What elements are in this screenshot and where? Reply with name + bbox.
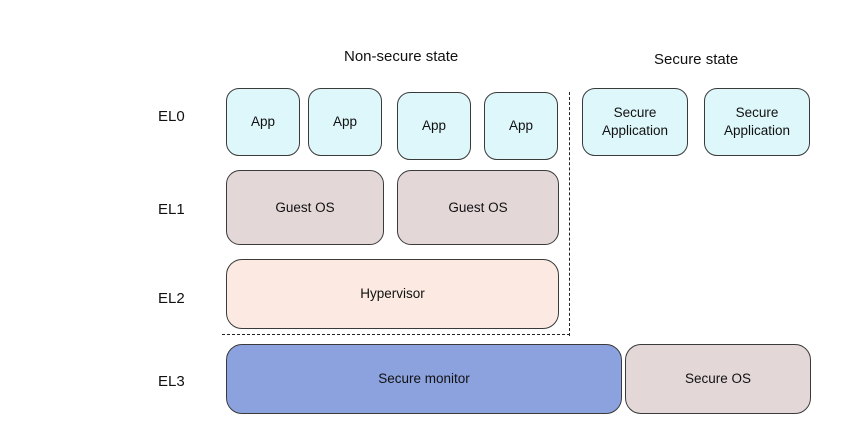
- app-box-3: App: [397, 92, 471, 160]
- secure-application-box-2: Secure Application: [704, 88, 810, 156]
- guest-os-box-2: Guest OS: [397, 170, 559, 245]
- non-secure-state-heading: Non-secure state: [344, 48, 459, 65]
- guest-os-box-1: Guest OS: [226, 170, 384, 245]
- app-label: App: [508, 118, 534, 134]
- hypervisor-label: Hypervisor: [360, 286, 425, 302]
- guest-os-label: Guest OS: [275, 199, 335, 215]
- secure-os-box: Secure OS: [625, 344, 811, 414]
- app-box-1: App: [226, 88, 300, 156]
- app-box-4: App: [484, 92, 558, 160]
- el2-label: EL2: [158, 290, 185, 307]
- non-secure-boundary-vertical: [569, 92, 570, 336]
- secure-application-line1: Secure: [735, 105, 779, 121]
- app-label: App: [332, 114, 358, 130]
- secure-application-line2: Application: [723, 123, 791, 138]
- guest-os-label: Guest OS: [448, 199, 508, 215]
- secure-application-box-1: Secure Application: [582, 88, 688, 156]
- non-secure-boundary-horizontal: [222, 334, 570, 335]
- app-label: App: [421, 118, 447, 134]
- secure-state-heading: Secure state: [654, 51, 739, 68]
- secure-os-label: Secure OS: [684, 371, 752, 387]
- el1-label: EL1: [158, 201, 185, 218]
- secure-application-line1: Secure: [613, 105, 657, 121]
- secure-application-line2: Application: [601, 123, 669, 138]
- el3-label: EL3: [158, 373, 185, 390]
- app-box-2: App: [308, 88, 382, 156]
- hypervisor-box: Hypervisor: [226, 259, 559, 329]
- secure-monitor-label: Secure monitor: [378, 371, 470, 387]
- app-label: App: [250, 114, 276, 130]
- el0-label: EL0: [158, 108, 185, 125]
- secure-monitor-box: Secure monitor: [226, 344, 622, 414]
